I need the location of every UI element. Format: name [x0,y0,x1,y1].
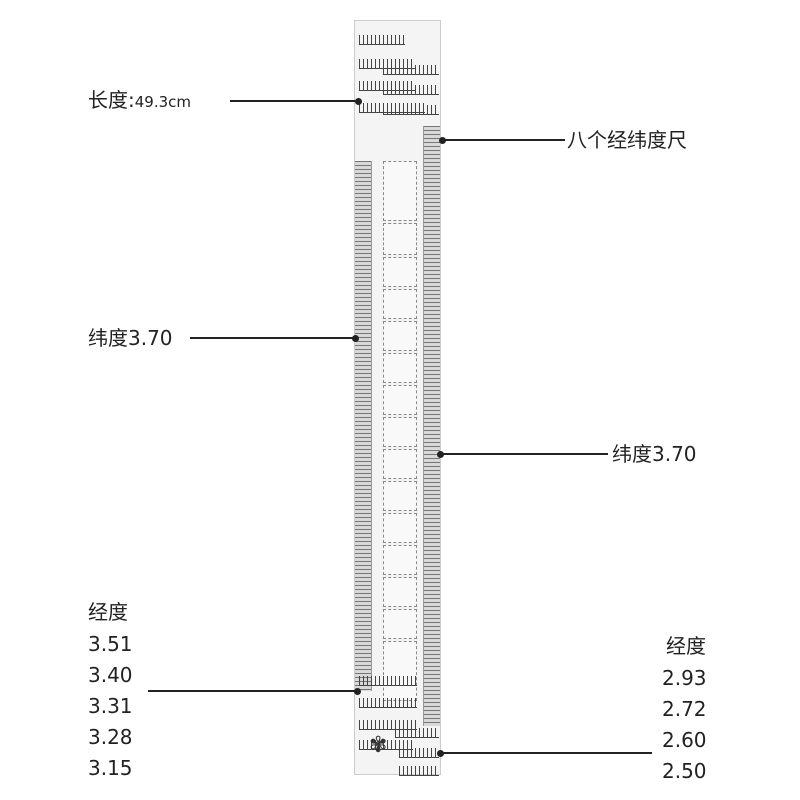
bottom-scale-3 [359,720,417,730]
top-scale-6 [383,85,439,95]
latitude-right-pointer-line [440,453,608,455]
ruler-window [383,223,417,255]
bottom-scale-4 [359,740,413,750]
ruler-left-scale [355,161,372,691]
bottom-scale-2 [359,698,417,708]
ruler-window [383,577,417,607]
ruler-window [383,609,417,639]
longitude-left-value: 3.51 [88,632,133,656]
top-scale-5 [383,65,439,75]
ruler-window [383,545,417,575]
longitude-left-pointer-dot [354,688,361,695]
longitude-right-value: 2.72 [662,697,707,721]
latitude-right-label: 纬度3.70 [612,442,697,466]
longitude-left-value: 3.31 [88,694,133,718]
ruler-window [383,449,417,479]
length-pointer-line [230,100,358,102]
longitude-right-pointer-line [440,752,652,754]
longitude-left-pointer-line [148,690,357,692]
bottom-scale-5 [395,728,439,738]
longitude-right-value: 2.60 [662,728,707,752]
brand-logo: ✾ [369,733,388,758]
longitude-right-value: 2.50 [662,759,707,783]
length-pointer-dot [355,98,362,105]
longitude-right-value: 2.93 [662,666,707,690]
ruler-window [383,481,417,511]
product-name: 八个经纬度尺 [567,128,687,152]
ruler-image: ✾ [354,20,441,776]
ruler-window [383,257,417,287]
top-scale-7 [383,105,439,115]
bottom-scale-1 [359,676,417,686]
latitude-left-pointer-line [190,337,355,339]
longitude-right-title: 经度 [666,634,706,658]
top-scale-1 [359,35,405,45]
longitude-left-value: 3.15 [88,756,133,780]
longitude-left-title: 经度 [88,600,128,624]
ruler-right-scale [423,126,440,726]
ruler-window [383,321,417,351]
latitude-right-pointer-dot [437,451,444,458]
bottom-scale-7 [399,766,439,776]
length-label: 长度:49.3cm [88,88,192,112]
product-pointer-line [442,139,565,141]
bottom-scale-6 [399,748,439,758]
latitude-left-label: 纬度3.70 [88,326,173,350]
longitude-left-value: 3.28 [88,725,133,749]
ruler-window [383,417,417,447]
ruler-window [383,513,417,543]
ruler-window [383,289,417,319]
ruler-window [383,353,417,383]
latitude-left-pointer-dot [352,335,359,342]
ruler-window [383,385,417,415]
longitude-right-pointer-dot [437,750,444,757]
ruler-window [383,161,417,221]
ruler-window [383,641,417,701]
product-pointer-dot [439,137,446,144]
longitude-left-value: 3.40 [88,663,133,687]
